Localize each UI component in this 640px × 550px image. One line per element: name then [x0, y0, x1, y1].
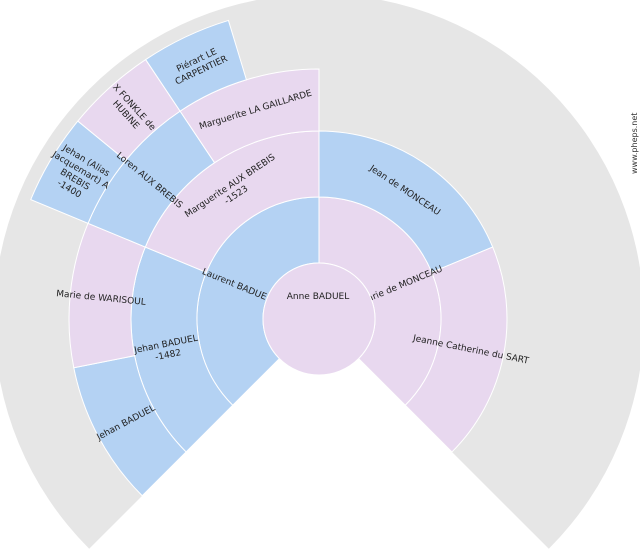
person-label-line: -1482: [154, 348, 182, 363]
person-sector-mat-grandmother[interactable]: [404, 246, 508, 453]
person-label-root: Anne BADUEL: [287, 292, 350, 302]
person-sector-root[interactable]: [262, 262, 376, 376]
site-watermark: www.pheps.net: [630, 112, 639, 174]
person-sector-g3-pierart[interactable]: [144, 19, 248, 112]
person-label-line: Anne BADUEL: [287, 292, 350, 302]
